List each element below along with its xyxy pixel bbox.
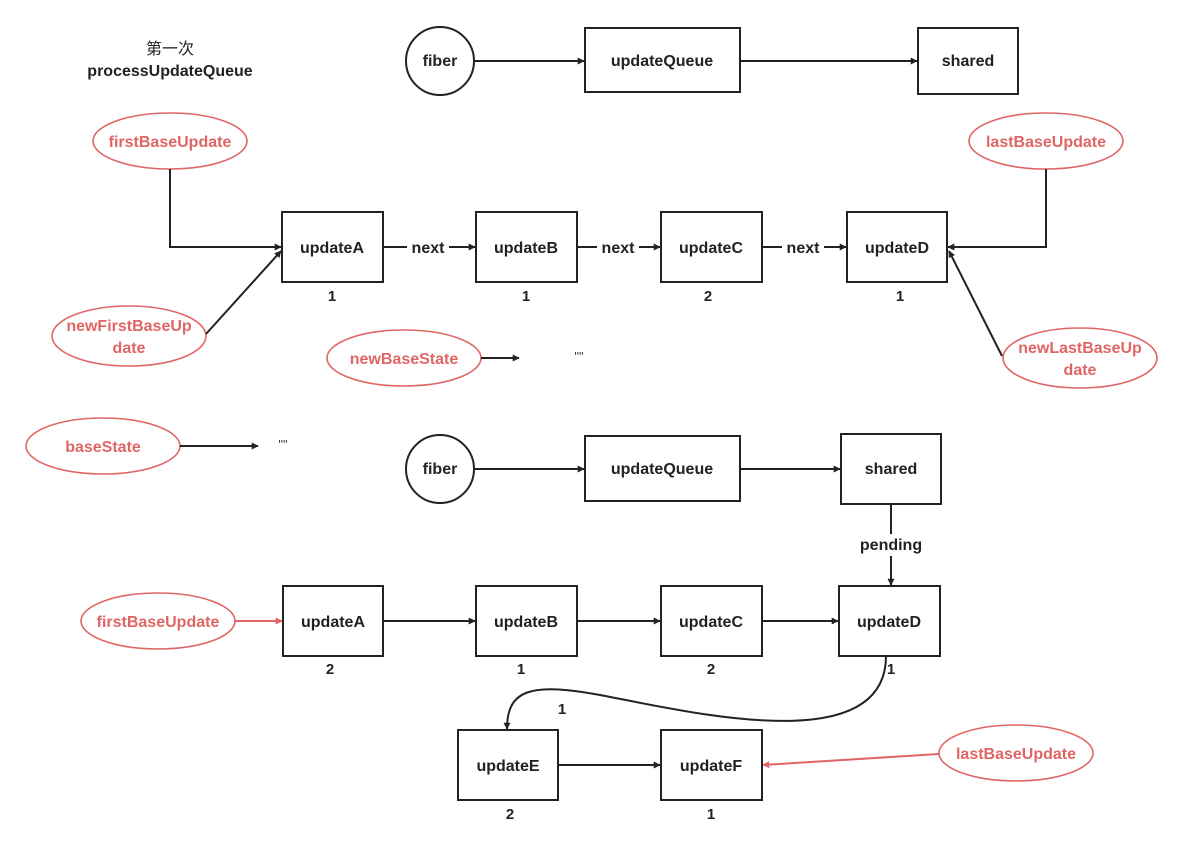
top-next-label-cd: next xyxy=(787,240,821,257)
bottom-update-e-label: updateE xyxy=(476,758,539,775)
top-update-a-lane: 1 xyxy=(328,288,336,305)
top-new-last-base-update[interactable]: newLastBaseUp date xyxy=(1002,327,1158,389)
top-new-base-state[interactable]: newBaseState xyxy=(326,329,482,387)
bottom-first-base-update-label: firstBaseUpdate xyxy=(97,614,220,631)
top-new-base-state-label: newBaseState xyxy=(350,351,459,368)
top-last-base-update[interactable]: lastBaseUpdate xyxy=(968,112,1124,170)
top-first-base-update[interactable]: firstBaseUpdate xyxy=(92,112,248,170)
top-new-last-base-update-line1: newLastBaseUp xyxy=(1018,340,1142,357)
bottom-last-base-update-label: lastBaseUpdate xyxy=(956,746,1076,763)
top-update-d[interactable]: updateD xyxy=(846,211,948,283)
bottom-update-a-lane: 2 xyxy=(326,661,334,678)
top-new-first-base-update-line2: date xyxy=(113,340,146,357)
bottom-update-d-label: updateD xyxy=(857,614,921,631)
bottom-first-base-update[interactable]: firstBaseUpdate xyxy=(80,592,236,650)
top-new-first-base-update[interactable]: newFirstBaseUp date xyxy=(51,305,207,367)
title-line1: 第一次 xyxy=(146,40,194,58)
bottom-fiber-label: fiber xyxy=(423,461,458,478)
top-shared-node[interactable]: shared xyxy=(917,27,1019,95)
top-updatequeue-node[interactable]: updateQueue xyxy=(584,27,741,93)
bottom-shared-node[interactable]: shared xyxy=(840,433,942,505)
bottom-loop-arrow xyxy=(503,655,887,730)
bottom-base-state-value: "" xyxy=(278,437,288,452)
top-update-a-label: updateA xyxy=(300,240,364,257)
bottom-update-f[interactable]: updateF xyxy=(660,729,763,801)
top-update-c-lane: 2 xyxy=(704,288,712,305)
top-updatequeue-label: updateQueue xyxy=(611,53,713,70)
top-new-last-base-update-line2: date xyxy=(1064,362,1097,379)
bottom-update-c-label: updateC xyxy=(679,614,743,631)
top-update-c-label: updateC xyxy=(679,240,743,257)
bottom-update-a[interactable]: updateA xyxy=(282,585,384,657)
bottom-updatequeue-node[interactable]: updateQueue xyxy=(584,435,741,502)
bottom-last-base-update[interactable]: lastBaseUpdate xyxy=(938,724,1094,782)
bottom-base-state[interactable]: baseState xyxy=(25,417,181,475)
bottom-update-f-lane: 1 xyxy=(707,806,715,823)
top-next-label-bc: next xyxy=(602,240,636,257)
top-shared-label: shared xyxy=(942,53,994,70)
bottom-update-d-lane: 1 xyxy=(887,661,895,678)
top-first-base-update-label: firstBaseUpdate xyxy=(109,134,232,151)
top-update-d-lane: 1 xyxy=(896,288,904,305)
bottom-update-c-lane: 2 xyxy=(707,661,715,678)
bottom-fiber-node[interactable]: fiber xyxy=(405,434,475,504)
title-line2: processUpdateQueue xyxy=(87,63,252,80)
top-new-last-base-arrow xyxy=(948,250,1003,357)
top-new-first-base-update-line1: newFirstBaseUp xyxy=(66,318,192,335)
top-fiber-node[interactable]: fiber xyxy=(405,26,475,96)
top-last-base-arrow xyxy=(947,169,1047,251)
bottom-update-c[interactable]: updateC xyxy=(660,585,763,657)
top-first-base-arrow xyxy=(169,169,282,251)
bottom-update-e-lane: 2 xyxy=(506,806,514,823)
top-update-b[interactable]: updateB xyxy=(475,211,578,283)
bottom-shared-label: shared xyxy=(865,461,917,478)
top-fiber-label: fiber xyxy=(423,53,458,70)
bottom-update-f-label: updateF xyxy=(680,758,742,775)
top-update-c[interactable]: updateC xyxy=(660,211,763,283)
bottom-last-base-arrow xyxy=(762,753,940,769)
top-new-first-base-arrow xyxy=(205,250,282,335)
bottom-update-b-lane: 1 xyxy=(517,661,525,678)
top-last-base-update-label: lastBaseUpdate xyxy=(986,134,1106,151)
top-new-base-state-value: "" xyxy=(574,349,584,364)
top-update-b-label: updateB xyxy=(494,240,558,257)
bottom-update-d[interactable]: updateD xyxy=(838,585,941,657)
bottom-update-b[interactable]: updateB xyxy=(475,585,578,657)
bottom-update-a-label: updateA xyxy=(301,614,365,631)
bottom-update-e[interactable]: updateE xyxy=(457,729,559,801)
bottom-loop-label: 1 xyxy=(558,701,566,718)
bottom-base-state-label: baseState xyxy=(65,439,141,456)
top-update-b-lane: 1 xyxy=(522,288,530,305)
bottom-updatequeue-label: updateQueue xyxy=(611,461,713,478)
bottom-update-b-label: updateB xyxy=(494,614,558,631)
top-next-label-ab: next xyxy=(412,240,446,257)
top-update-d-label: updateD xyxy=(865,240,929,257)
top-update-a[interactable]: updateA xyxy=(281,211,384,283)
bottom-pending-label: pending xyxy=(860,537,922,554)
